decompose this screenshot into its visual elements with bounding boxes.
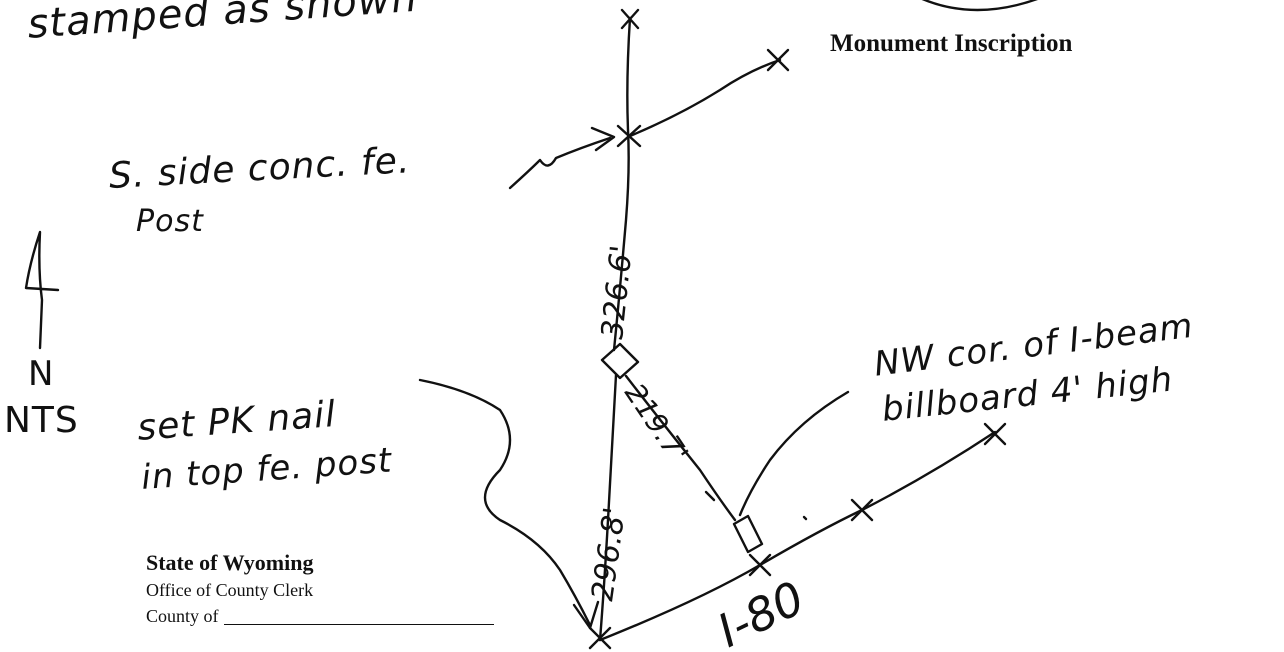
- monument-inscription-caption: Monument Inscription: [830, 30, 1073, 57]
- nts-label: NTS: [4, 400, 79, 441]
- monument-symbol: [600, 342, 640, 380]
- cross-mark: [766, 48, 790, 72]
- county-blank-line: [224, 624, 494, 625]
- arrowhead: [572, 600, 600, 630]
- dot-mark: [802, 515, 808, 521]
- arrowhead: [590, 126, 616, 152]
- distance-south-label: 296.8': [585, 505, 633, 603]
- distance-diagonal-label: 219.7': [618, 377, 694, 468]
- cross-mark: [588, 626, 612, 650]
- office-subtitle: Office of County Clerk: [146, 580, 314, 600]
- leader-arrow: [508, 136, 612, 190]
- highway-label: I-80: [709, 570, 812, 652]
- traverse-line-diagonal: [624, 374, 737, 522]
- north-arrow-icon: [24, 230, 60, 350]
- tick-mark: [704, 490, 716, 502]
- cross-mark: [748, 553, 772, 577]
- county-field-label: County of: [146, 606, 219, 626]
- fence-line: [628, 58, 782, 138]
- traverse-line-north: [612, 16, 632, 352]
- highway-line: [598, 430, 997, 642]
- state-title: State of Wyoming: [146, 550, 314, 575]
- north-label: N: [28, 354, 55, 394]
- cross-mark: [983, 422, 1007, 446]
- traverse-line-south: [598, 373, 618, 642]
- leader-line: [738, 390, 850, 517]
- billboard-symbol: [732, 514, 764, 554]
- fence-post-label-line2: Post: [136, 204, 204, 239]
- monument-stamp-outline: [921, 0, 1038, 12]
- cross-mark: [620, 8, 640, 30]
- leader-arrow: [418, 378, 592, 627]
- distance-north-label: 326.6': [595, 244, 640, 341]
- cross-mark: [850, 498, 874, 522]
